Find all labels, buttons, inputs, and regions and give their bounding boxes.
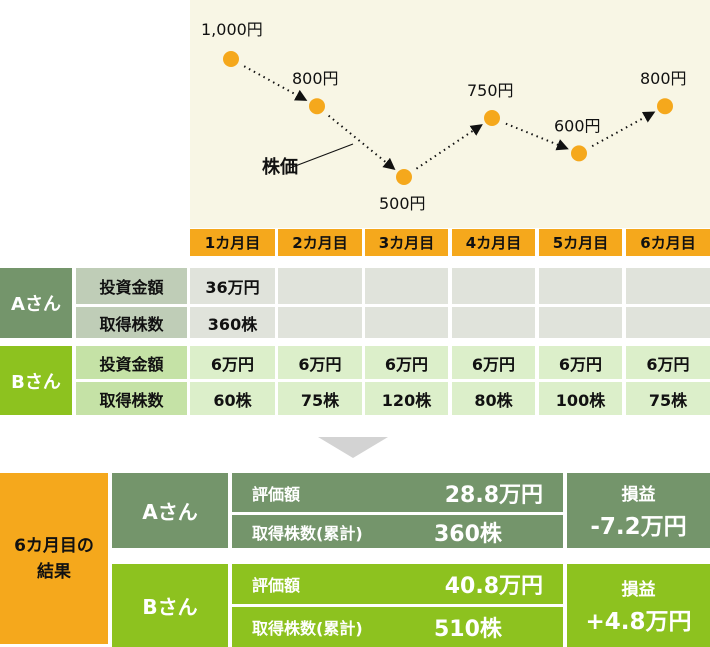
b-invest-cell: 6万円 — [278, 346, 362, 379]
b-shares-cell: 100株 — [539, 382, 622, 415]
a-shares-cell — [452, 307, 535, 338]
month-header: 6カ月目 — [626, 229, 710, 256]
month-header: 1カ月目 — [190, 229, 275, 256]
b-shares-cell: 75株 — [278, 382, 362, 415]
result-b-name: Bさん — [112, 564, 228, 647]
down-arrow-icon — [318, 437, 388, 458]
b-invest-cell: 6万円 — [365, 346, 448, 379]
shares-amount: 510株 — [434, 617, 502, 642]
shares-label: 取得株数(累計) — [252, 619, 363, 638]
b-shares-cell: 80株 — [452, 382, 535, 415]
price-point — [223, 51, 239, 67]
result-a-value-row: 評価額 28.8万円 — [232, 473, 563, 512]
price-label: 800円 — [640, 69, 687, 88]
b-shares-cell: 120株 — [365, 382, 448, 415]
person-b-label: Bさん — [0, 346, 72, 415]
a-shares-cell — [365, 307, 448, 338]
b-invest-cell: 6万円 — [190, 346, 275, 379]
result-a-profit-loss: 損益 -7.2万円 — [567, 473, 710, 548]
trend-arrow — [591, 111, 656, 148]
price-label: 500円 — [379, 194, 426, 213]
profit-loss-value: +4.8万円 — [585, 608, 692, 635]
a-invest-cell — [365, 268, 448, 304]
value-amount: 40.8万円 — [444, 574, 543, 599]
profit-loss-label: 損益 — [621, 484, 656, 505]
price-label: 750円 — [467, 81, 514, 100]
result-a-shares-row: 取得株数(累計) 360株 — [232, 515, 563, 548]
row-label-shares: 取得株数 — [76, 382, 187, 415]
price-point — [396, 169, 412, 185]
shares-label: 取得株数(累計) — [252, 523, 363, 543]
value-label: 評価額 — [252, 484, 301, 504]
value-label: 評価額 — [252, 576, 301, 595]
price-point — [571, 145, 587, 162]
profit-loss-value: -7.2万円 — [590, 513, 687, 540]
a-invest-cell — [626, 268, 710, 304]
price-point — [484, 110, 500, 126]
a-invest-cell — [278, 268, 362, 304]
trend-arrow — [415, 124, 483, 170]
profit-loss-label: 損益 — [621, 579, 656, 600]
a-shares-cell — [539, 307, 622, 338]
month-header: 4カ月目 — [452, 229, 535, 256]
stock-price-chart: 株価 1,000円 800円 500円 750円 600円 800円 — [190, 0, 710, 228]
b-invest-cell: 6万円 — [539, 346, 622, 379]
price-label: 1,000円 — [201, 20, 263, 39]
a-shares-cell — [278, 307, 362, 338]
row-label-shares: 取得株数 — [76, 307, 187, 338]
month-header: 3カ月目 — [365, 229, 448, 256]
month-header: 5カ月目 — [539, 229, 622, 256]
a-invest-cell: 36万円 — [190, 268, 275, 304]
trend-arrow — [243, 65, 308, 101]
trend-arrow — [328, 114, 396, 171]
a-shares-cell — [626, 307, 710, 338]
price-point — [309, 98, 325, 115]
b-invest-cell: 6万円 — [452, 346, 535, 379]
b-shares-cell: 75株 — [626, 382, 710, 415]
shares-amount: 360株 — [434, 521, 502, 547]
price-point — [657, 98, 673, 115]
month-header: 2カ月目 — [278, 229, 362, 256]
result-b-profit-loss: 損益 +4.8万円 — [567, 564, 710, 647]
row-label-invest: 投資金額 — [76, 346, 187, 379]
result-title: 6カ月目の 結果 — [0, 473, 108, 644]
series-label: 株価 — [262, 156, 298, 178]
result-b-value-row: 評価額 40.8万円 — [232, 564, 563, 604]
b-shares-cell: 60株 — [190, 382, 275, 415]
b-invest-cell: 6万円 — [626, 346, 710, 379]
result-b-shares-row: 取得株数(累計) 510株 — [232, 607, 563, 647]
a-invest-cell — [452, 268, 535, 304]
price-label: 800円 — [292, 69, 339, 88]
row-label-invest: 投資金額 — [76, 268, 187, 304]
result-a-name: Aさん — [112, 473, 228, 548]
price-label: 600円 — [554, 116, 601, 135]
result-title-line2: 結果 — [37, 561, 71, 582]
chart-svg: 株価 1,000円 800円 500円 750円 600円 800円 — [201, 20, 687, 213]
value-amount: 28.8万円 — [444, 482, 543, 508]
person-a-label: Aさん — [0, 268, 72, 338]
result-title-line1: 6カ月目の — [14, 535, 94, 556]
a-shares-cell: 360株 — [190, 307, 275, 338]
a-invest-cell — [539, 268, 622, 304]
series-label-leader — [289, 143, 354, 169]
